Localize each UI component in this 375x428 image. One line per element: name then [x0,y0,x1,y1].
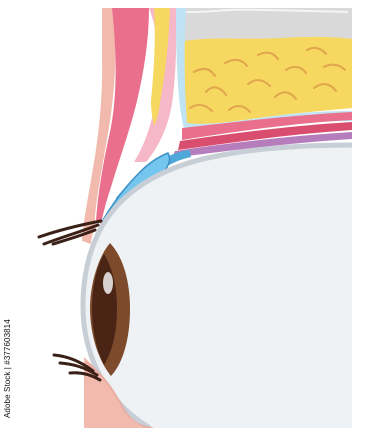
eye-highlight [103,272,113,294]
stock-credit: Adobe Stock | #377603814 [3,298,12,418]
orbital-fat [179,37,352,124]
